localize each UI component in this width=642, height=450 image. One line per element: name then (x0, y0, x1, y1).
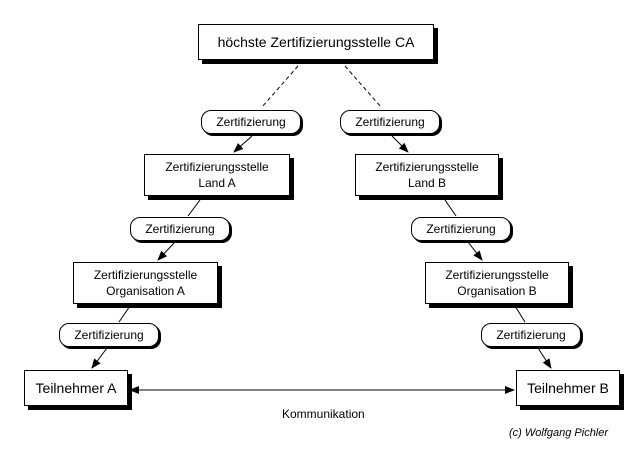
root-to-right-dashed-line (344, 65, 382, 108)
org-a-line2: Organisation A (106, 284, 185, 298)
certification-pill-left-2: Zertifizierung (130, 217, 230, 241)
org-a-ca-box: Zertifizierungsstelle Organisation A (73, 262, 218, 304)
pill-to-teilnehmer-a-arrow (91, 347, 108, 369)
teilnehmer-b-box: Teilnehmer B (516, 370, 620, 406)
pill-to-land-a-arrow (233, 135, 253, 153)
org-a-to-pill-line (118, 305, 131, 323)
pill-to-org-a-arrow (157, 241, 176, 261)
certification-label: Zertifizierung (145, 222, 215, 236)
land-b-ca-box: Zertifizierungsstelle Land B (355, 154, 499, 196)
pill-to-teilnehmer-b-arrow (537, 347, 552, 369)
certification-label: Zertifizierung (74, 328, 144, 342)
land-a-to-pill-line (187, 199, 201, 217)
communication-label: Kommunikation (282, 407, 365, 421)
root-ca-box: höchste Zertifizierungsstelle CA (198, 24, 434, 60)
certification-pill-right-2: Zertifizierung (411, 217, 511, 241)
copyright-text: (c) Wolfgang Pichler (509, 427, 609, 439)
root-to-left-dashed-line (261, 65, 299, 108)
land-b-line1: Zertifizierungsstelle (375, 160, 479, 174)
teilnehmer-b-label: Teilnehmer B (527, 380, 609, 396)
land-b-to-pill-line (444, 199, 457, 217)
certification-pill-left-1: Zertifizierung (201, 110, 301, 134)
org-b-ca-box: Zertifizierungsstelle Organisation B (425, 262, 569, 304)
certification-pill-left-3: Zertifizierung (59, 323, 159, 347)
org-b-to-pill-line (514, 305, 526, 323)
certification-label: Zertifizierung (426, 222, 496, 236)
org-b-line1: Zertifizierungsstelle (445, 268, 549, 282)
land-a-ca-box: Zertifizierungsstelle Land A (144, 154, 290, 196)
certification-label: Zertifizierung (355, 115, 425, 129)
land-b-line2: Land B (407, 176, 447, 190)
root-ca-label: höchste Zertifizierungsstelle CA (217, 34, 415, 50)
teilnehmer-a-box: Teilnehmer A (24, 370, 128, 406)
org-b-line2: Organisation B (457, 284, 537, 298)
certification-label: Zertifizierung (496, 328, 566, 342)
certification-label: Zertifizierung (216, 115, 286, 129)
certification-pill-right-1: Zertifizierung (340, 110, 440, 134)
org-a-line1: Zertifizierungsstelle (93, 268, 198, 282)
pill-to-land-b-arrow (391, 135, 409, 153)
pill-to-org-b-arrow (467, 241, 483, 261)
land-a-line2: Land A (198, 176, 236, 190)
land-a-line1: Zertifizierungsstelle (165, 160, 269, 174)
teilnehmer-a-label: Teilnehmer A (35, 380, 117, 396)
certification-pill-right-3: Zertifizierung (481, 323, 581, 347)
